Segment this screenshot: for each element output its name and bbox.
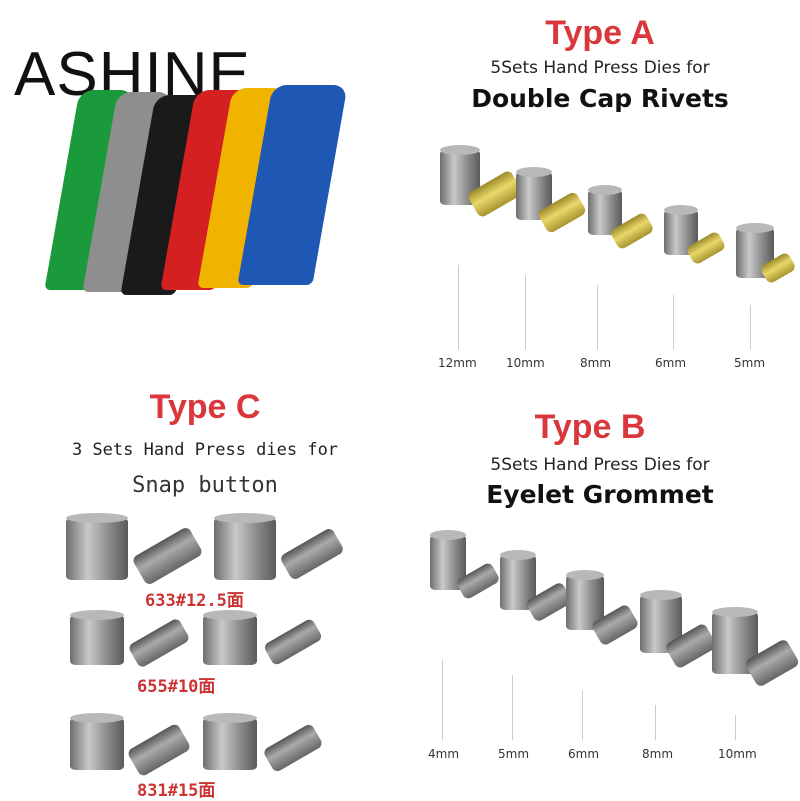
punch [262, 722, 324, 774]
die [66, 513, 128, 580]
type-a-title: Type A [545, 14, 655, 52]
die [214, 513, 276, 580]
size-label: 10mm [718, 747, 757, 761]
size-label: 8mm [642, 747, 674, 761]
type-b-heading: Eyelet Grommet [486, 480, 714, 509]
die-code-label: 655#10面 [137, 677, 216, 697]
size-label: 4mm [428, 747, 460, 761]
die-code-label: 633#12.5面 [145, 591, 244, 611]
type-c-title: Type C [149, 388, 261, 426]
size-label: 12mm [438, 356, 477, 370]
size-label: 6mm [655, 356, 687, 370]
size-label: 10mm [506, 356, 545, 370]
punch [127, 617, 191, 669]
type-a-subtitle: 5Sets Hand Press Dies for [490, 58, 710, 78]
punch [131, 525, 204, 587]
size-label: 5mm [734, 356, 766, 370]
punch [126, 722, 192, 778]
die [203, 713, 257, 770]
size-label: 5mm [498, 747, 530, 761]
type-a-heading: Double Cap Rivets [471, 84, 729, 113]
size-label: 8mm [580, 356, 612, 370]
type-c-subtitle: 3 Sets Hand Press dies for [71, 440, 339, 460]
size-label: 6mm [568, 747, 600, 761]
punch [279, 526, 345, 582]
die-code-label: 831#15面 [137, 781, 216, 801]
type-b-subtitle: 5Sets Hand Press Dies for [490, 455, 710, 475]
die [203, 610, 257, 665]
type-c-heading: Snap button [132, 473, 278, 498]
punch [262, 617, 324, 667]
type-b-title: Type B [534, 408, 646, 446]
die [70, 610, 124, 665]
die [70, 713, 124, 770]
